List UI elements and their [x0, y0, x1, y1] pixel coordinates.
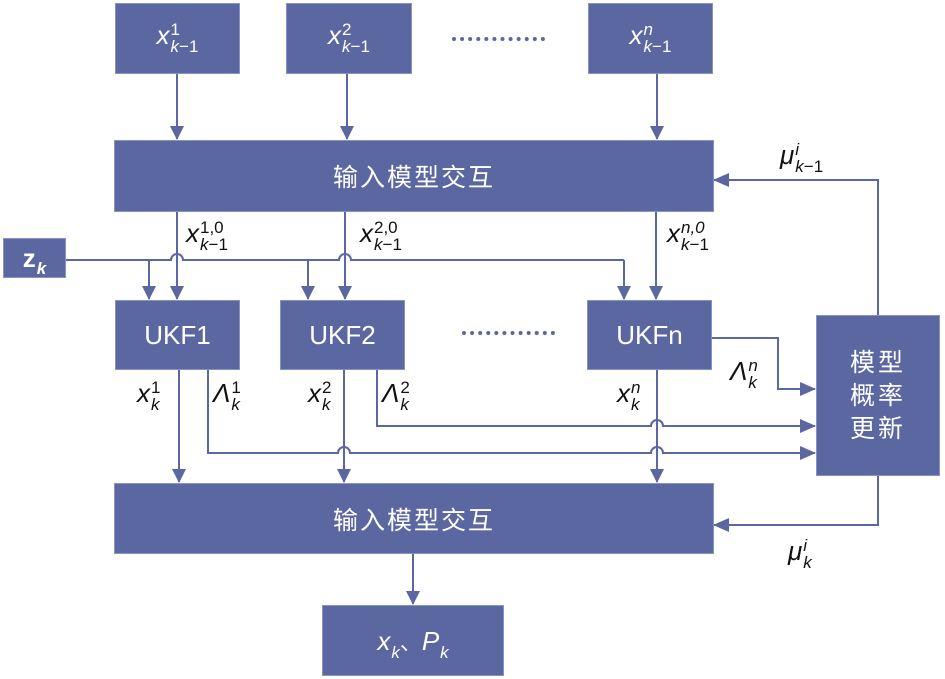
interaction-top-box: 输入模型交互	[114, 140, 714, 212]
interaction-bottom-label: 输入模型交互	[332, 505, 495, 535]
ellipsis-top	[452, 37, 545, 41]
wire-lambda2	[376, 370, 816, 433]
ukf-n-label: UKFn	[616, 319, 683, 350]
ukf-box-2: UKF2	[280, 300, 405, 370]
wire-mu-curr	[713, 476, 879, 532]
ukf-1-label: UKF1	[144, 319, 211, 350]
ukf-2-label: UKF2	[309, 319, 376, 350]
interaction-top-label: 输入模型交互	[332, 163, 495, 192]
wire-lambdan	[712, 337, 816, 396]
ukf-box-n: UKFn	[587, 300, 712, 370]
probability-update-box: 模型 概率 更新	[816, 315, 940, 476]
ukf-box-1: UKF1	[115, 300, 240, 370]
wire-lambda1	[207, 370, 816, 460]
wire-mu-prev	[713, 173, 879, 315]
ellipsis-middle	[462, 331, 555, 335]
wire-measurement-bus	[66, 253, 624, 261]
probability-update-label: 模型 概率 更新	[849, 348, 906, 443]
interaction-bottom-box: 输入模型交互	[114, 483, 714, 554]
